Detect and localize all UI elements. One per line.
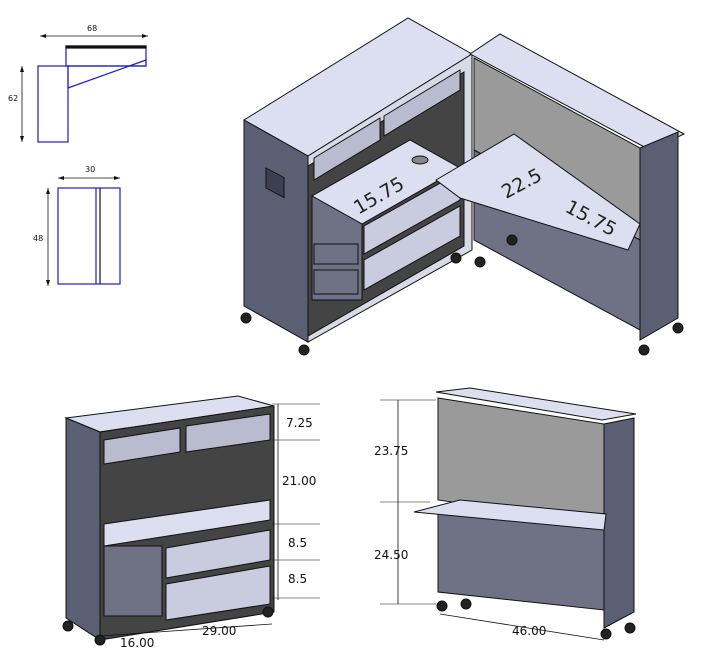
side-view-height-label: 48 bbox=[33, 234, 44, 243]
side-view-width-label: 30 bbox=[85, 165, 96, 174]
front-width-1: 16.00 bbox=[120, 636, 155, 650]
front-height-3: 8.5 bbox=[288, 536, 308, 550]
top-view-width-label: 68 bbox=[87, 24, 98, 33]
front-height-2: 21.00 bbox=[282, 474, 317, 488]
top-view-depth-label: 62 bbox=[8, 94, 19, 103]
top-plan-view bbox=[20, 34, 148, 143]
front-height-4: 8.5 bbox=[288, 572, 308, 586]
desk-lower-height: 24.50 bbox=[374, 548, 409, 562]
side-plan-view bbox=[46, 176, 121, 286]
front-width-2: 29.00 bbox=[202, 624, 237, 638]
desk-upper-height: 23.75 bbox=[374, 444, 409, 458]
front-height-1: 7.25 bbox=[286, 416, 313, 430]
desk-width: 46.00 bbox=[512, 624, 547, 638]
